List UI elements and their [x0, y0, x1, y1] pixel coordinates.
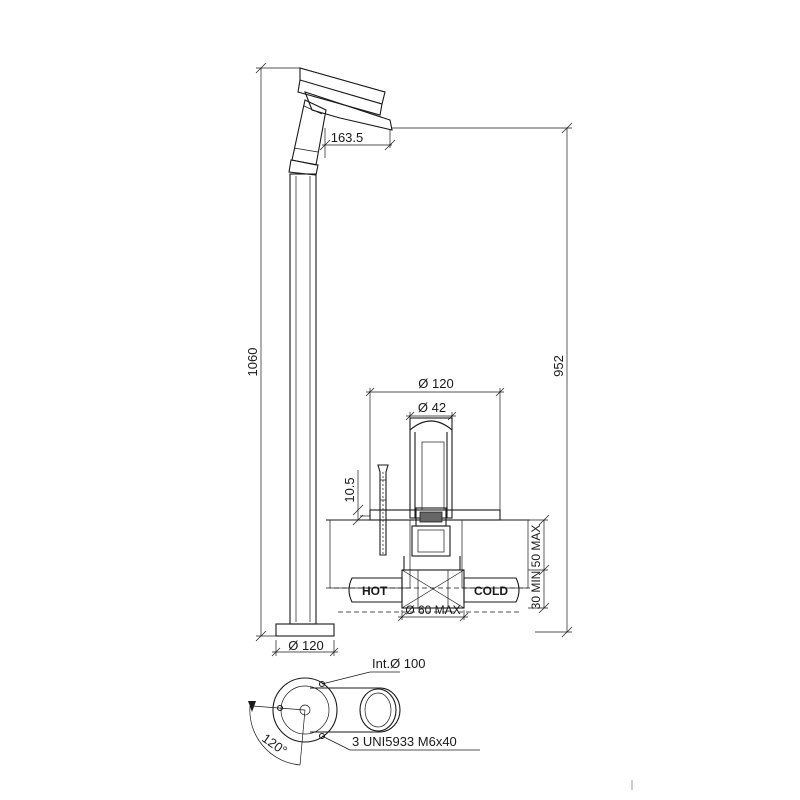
dimension-total-height: 1060	[245, 62, 300, 642]
dimension-depth: 50 MAX 30 MIN	[528, 514, 550, 614]
max-depth-label: 50 MAX	[529, 525, 543, 568]
spout-top	[310, 687, 401, 733]
base-diameter-label: Ø 120	[288, 638, 323, 653]
faucet-column	[289, 173, 317, 625]
hole-diameter-label: Ø 60 MAX	[405, 603, 460, 617]
hot-label: HOT	[362, 584, 388, 598]
dimension-spout-reach: 163.5	[319, 128, 396, 158]
faucet-neck	[291, 99, 327, 166]
dimension-hole-diameter: Ø 60 MAX	[397, 603, 469, 622]
spout-head	[299, 67, 386, 105]
hot-pipe	[348, 577, 403, 603]
leader-screws: 3 UNI5933 M6x40	[321, 734, 480, 751]
screws-label: 3 UNI5933 M6x40	[352, 734, 457, 749]
pipe-diameter-label: Ø 42	[418, 400, 446, 415]
cold-pipe	[463, 577, 520, 603]
dimension-cover-diameter: Ø 120	[365, 376, 505, 512]
min-depth-label: 30 MIN	[529, 571, 543, 610]
spout-reach-label: 163.5	[331, 130, 364, 145]
cold-label: COLD	[474, 584, 508, 598]
cover-diameter-label: Ø 120	[418, 376, 453, 391]
spout-height-label: 952	[551, 355, 566, 377]
base-circle-outer	[272, 677, 338, 743]
riser-pipe	[409, 417, 453, 519]
faucet-top-view: 120°	[248, 677, 401, 766]
installation-section: HOT COLD	[326, 417, 530, 613]
dimension-flange-thickness: 10.5	[342, 470, 364, 526]
faucet-side-view	[275, 67, 393, 637]
total-height-label: 1060	[245, 348, 260, 377]
leader-internal-diameter: Int.Ø 100	[321, 656, 425, 685]
dimension-pipe-diameter: Ø 42	[405, 400, 457, 421]
mounting-screw	[377, 464, 389, 556]
dimension-spout-height: 952	[392, 122, 573, 638]
faucet-base	[275, 623, 335, 637]
internal-diameter-label: Int.Ø 100	[372, 656, 425, 671]
flange-thickness-label: 10.5	[342, 477, 357, 502]
dimension-base-diameter: Ø 120	[271, 638, 339, 657]
